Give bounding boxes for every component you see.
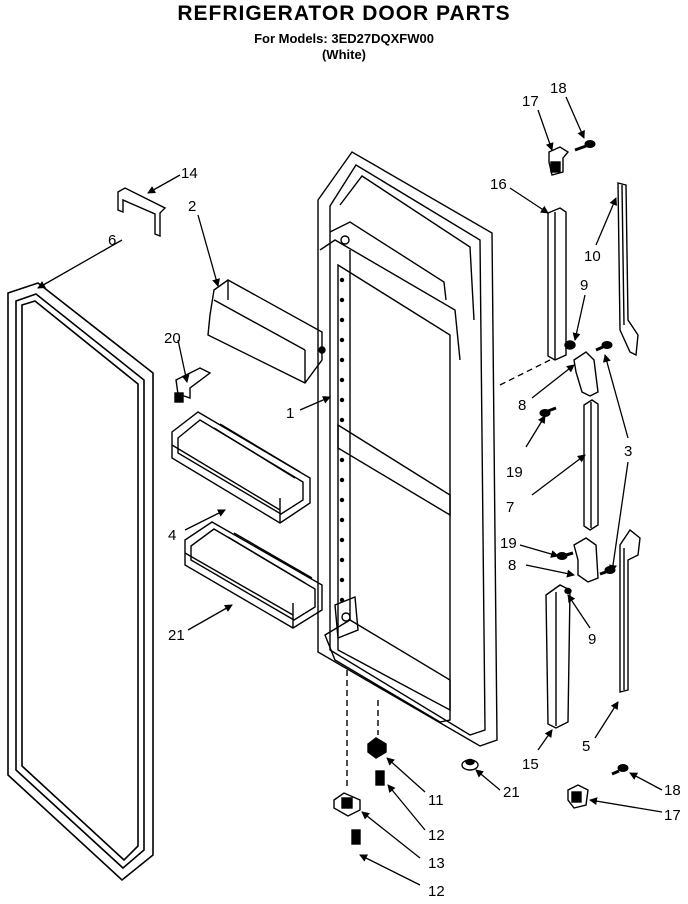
upper-handle-screw-part [595,341,613,352]
callout-5: 5 [582,738,590,755]
dairy-door-part [207,279,326,384]
callout-18-upper: 18 [550,80,567,97]
callout-21-bushing: 21 [503,784,520,801]
lower-screw-19-part [556,551,574,560]
callout-6: 6 [108,232,116,249]
callout-3: 3 [624,443,632,460]
door-bin-lower-part [184,521,323,629]
callout-labels: 14 2 6 20 1 4 21 18 17 16 10 9 8 3 19 7 … [108,80,681,900]
callout-15: 15 [522,756,539,773]
callout-17-lower: 17 [664,807,681,824]
callout-11: 11 [428,792,444,809]
dairy-bracket-part [117,187,167,238]
lower-handle-trim-part [583,399,599,531]
callout-12-upper: 12 [428,827,445,844]
lower-handle-cap-part [573,537,599,583]
callout-8-lower: 8 [508,557,516,574]
callout-19-lower: 19 [500,535,517,552]
color-line: (White) [321,47,367,62]
callout-19-upper: 19 [506,464,523,481]
callout-16: 16 [490,176,507,193]
upper-handle-trim-part [617,182,639,357]
door-bin-upper-part [171,411,311,524]
callout-17-upper: 17 [522,93,539,110]
upper-handle-cap-part [564,340,599,397]
bottom-hinge-parts [333,670,387,845]
callout-18-lower: 18 [664,782,681,799]
door-liner-part [317,151,498,747]
callout-7: 7 [506,499,514,516]
upper-hinge-part [548,146,570,176]
lower-hinge-part [567,784,589,809]
callout-10: 10 [584,248,601,265]
callout-21-bin: 21 [168,627,185,644]
lower-hinge-screw-part [611,764,629,776]
leader-lines [37,96,663,886]
callout-2: 2 [188,198,196,215]
door-gasket-part [7,282,154,882]
callout-13: 13 [428,855,445,872]
models-line: For Models: 3ED27DQXFW00 [254,31,434,46]
page-title: REFRIGERATOR DOOR PARTS [177,2,511,25]
shelf-clip-part [174,367,212,403]
callout-4: 4 [168,527,176,544]
callout-14: 14 [181,165,198,182]
callout-12-lower: 12 [428,883,445,900]
lower-handle-part [545,584,572,729]
hinge-bushing-part [461,758,479,771]
upper-hinge-screw-part [574,140,596,152]
callout-9-lower: 9 [588,631,596,648]
callout-8-upper: 8 [518,397,526,414]
lower-outer-trim-part [619,528,641,693]
callout-1: 1 [286,405,294,422]
upper-handle-part [547,207,567,361]
upper-screw-19-part [539,406,557,417]
callout-20: 20 [164,330,181,347]
callout-9-upper: 9 [580,277,588,294]
